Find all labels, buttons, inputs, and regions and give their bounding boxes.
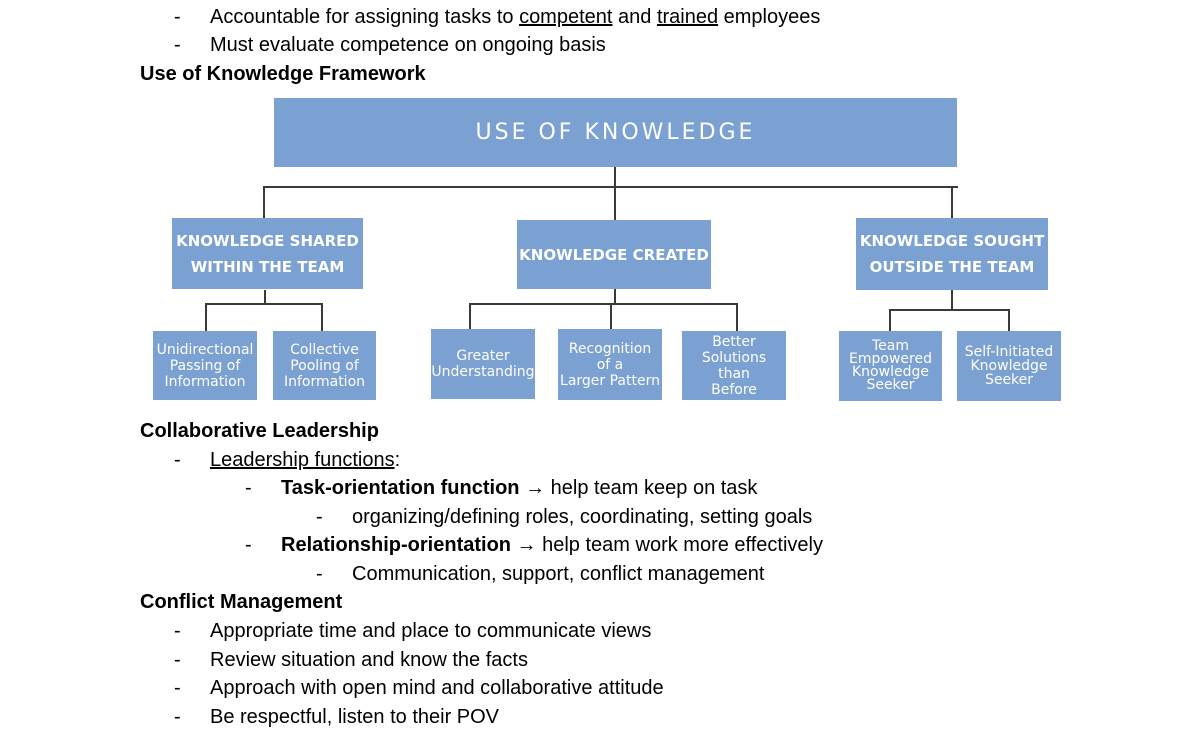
connector-line — [1008, 309, 1010, 331]
chart-leaf-label: Recognition — [568, 340, 652, 357]
chart-leaf-label: Seeker — [866, 377, 915, 393]
connector-line — [614, 186, 616, 220]
task-orientation-item: Task-orientation function → help team ke… — [281, 476, 757, 500]
bullet-dash: - — [174, 449, 181, 471]
collab-heading: Collaborative Leadership — [140, 420, 379, 442]
chart-node-label: WITHIN THE TEAM — [190, 257, 345, 276]
chart-node-label: KNOWLEDGE SOUGHT — [859, 232, 1045, 250]
bullet-text: and — [612, 6, 657, 28]
task-orientation-detail: organizing/defining roles, coordinating,… — [352, 506, 813, 528]
connector-line — [951, 290, 953, 310]
relationship-orientation-detail: Communication, support, conflict managem… — [352, 563, 765, 585]
chart-leaf-label: Collective — [290, 341, 359, 358]
chart-leaf-label: than — [718, 365, 750, 382]
connector-line — [469, 303, 738, 305]
connector-line — [469, 303, 471, 329]
chart-leaf-label: Passing of — [169, 357, 241, 374]
conflict-item: Be respectful, listen to their POV — [210, 706, 500, 728]
framework-heading: Use of Knowledge Framework — [140, 63, 426, 85]
bullet-dash: - — [174, 649, 181, 671]
chart-leaf-label: Information — [283, 373, 366, 390]
chart-leaf-recognition: Recognition of a Larger Pattern — [558, 329, 662, 400]
chart-leaf-label: Better Solutions — [701, 333, 767, 366]
chart-leaf-label: Seeker — [984, 372, 1034, 388]
chart-node-knowledge-shared: KNOWLEDGE SHARED WITHIN THE TEAM — [172, 218, 363, 289]
bullet-accountable: Accountable for assigning tasks to compe… — [210, 5, 820, 29]
chart-leaf-better-solutions: Better Solutions than Before — [682, 331, 786, 400]
connector-line — [614, 167, 616, 187]
chart-node-label: KNOWLEDGE SHARED — [176, 231, 359, 250]
chart-leaf-label: Pooling of — [290, 357, 359, 374]
chart-leaf-label: Knowledge — [970, 358, 1048, 374]
connector-line — [205, 303, 207, 331]
chart-leaf-label: Larger Pattern — [560, 372, 660, 389]
bullet-dash: - — [174, 34, 181, 56]
chart-node-label: KNOWLEDGE CREATED — [519, 245, 709, 264]
colon: : — [394, 449, 401, 471]
underlined-trained: trained — [656, 6, 719, 28]
conflict-item: Review situation and know the facts — [210, 649, 528, 671]
task-orientation-desc: → help team keep on task — [519, 477, 758, 499]
chart-node-knowledge-sought: KNOWLEDGE SOUGHT OUTSIDE THE TEAM — [856, 218, 1048, 290]
connector-line — [263, 186, 265, 218]
leadership-functions-label: Leadership functions — [210, 449, 395, 471]
connector-line — [889, 309, 891, 331]
chart-leaf-label: of a — [596, 356, 624, 373]
chart-leaf-team-empowered: Team Empowered Knowledge Seeker — [839, 331, 942, 401]
conflict-item: Approach with open mind and collaborativ… — [210, 677, 664, 699]
connector-line — [205, 303, 323, 305]
relationship-orientation-desc: → help team work more effectively — [511, 534, 823, 556]
chart-leaf-label: Information — [164, 373, 246, 390]
bullet-dash: - — [316, 563, 323, 585]
underlined-competent: competent — [519, 6, 613, 28]
bullet-dash: - — [245, 534, 252, 556]
chart-leaf-label: Before — [711, 381, 757, 398]
conflict-item: Appropriate time and place to communicat… — [210, 620, 652, 642]
chart-leaf-label: Empowered — [849, 351, 932, 367]
relationship-orientation-item: Relationship-orientation → help team wor… — [281, 533, 823, 557]
chart-root-node: USE OF KNOWLEDGE — [274, 98, 957, 167]
task-orientation-label: Task-orientation function — [281, 477, 520, 499]
bullet-dash: - — [245, 477, 252, 499]
chart-leaf-greater-understanding: Greater Understanding — [431, 329, 535, 399]
chart-root-label: USE OF KNOWLEDGE — [475, 120, 756, 145]
bullet-text: employees — [718, 6, 821, 28]
chart-leaf-label: Knowledge — [852, 364, 929, 380]
chart-node-knowledge-created: KNOWLEDGE CREATED — [517, 220, 711, 289]
chart-leaf-label: Greater — [456, 348, 510, 364]
connector-line — [610, 303, 612, 329]
chart-node-label: OUTSIDE THE TEAM — [869, 258, 1035, 276]
conflict-heading: Conflict Management — [140, 591, 343, 613]
bullet-dash: - — [174, 706, 181, 728]
chart-leaf-label: Self-Initiated — [964, 344, 1054, 360]
bullet-dash: - — [174, 620, 181, 642]
bullet-evaluate: Must evaluate competence on ongoing basi… — [210, 34, 606, 56]
connector-line — [321, 303, 323, 331]
connector-line — [951, 186, 953, 218]
connector-line — [736, 303, 738, 331]
bullet-dash: - — [174, 6, 181, 28]
chart-leaf-label: Unidirectional — [156, 341, 254, 358]
connector-line — [614, 289, 616, 304]
connector-line — [263, 186, 958, 188]
bullet-text: Accountable for assigning tasks to — [210, 6, 520, 28]
chart-leaf-self-initiated: Self-Initiated Knowledge Seeker — [957, 331, 1061, 401]
chart-leaf-unidirectional: Unidirectional Passing of Information — [153, 331, 257, 400]
chart-leaf-collective: Collective Pooling of Information — [273, 331, 376, 400]
bullet-dash: - — [174, 677, 181, 699]
connector-line — [889, 309, 1010, 311]
relationship-orientation-label: Relationship-orientation — [281, 534, 511, 556]
leadership-functions-item: Leadership functions: — [210, 448, 400, 472]
bullet-dash: - — [316, 506, 323, 528]
chart-leaf-label: Team — [871, 338, 909, 354]
connector-line — [264, 290, 266, 304]
chart-leaf-label: Understanding — [431, 364, 535, 380]
